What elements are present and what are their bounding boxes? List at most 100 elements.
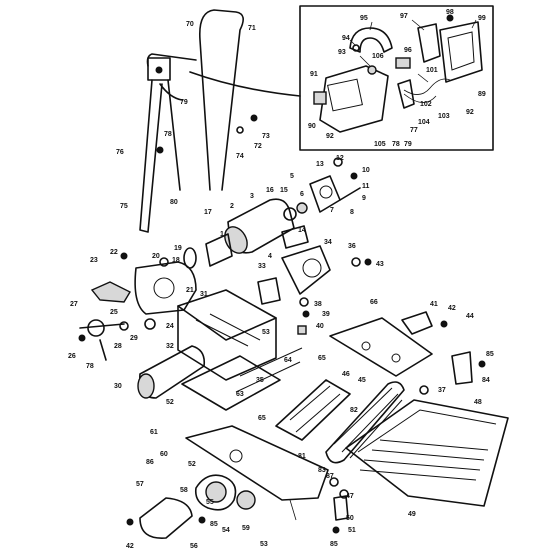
lead-97 [411,19,425,31]
grass-box-rim [357,409,497,453]
label-56: 56 [190,543,198,550]
label-40: 40 [316,323,324,330]
label-2: 2 [230,203,234,210]
brush-13 [333,157,343,167]
label-96: 96 [404,47,412,54]
label-66: 66 [370,299,378,306]
label-18: 18 [172,257,180,264]
cable-loop [159,83,183,101]
bracket-50 [333,495,349,521]
switch-button [313,91,327,105]
bearing-16 [283,207,297,221]
label-60: 60 [160,451,168,458]
nut-87 [329,477,339,487]
label-42b: 42 [126,543,134,550]
label-34: 34 [324,239,332,246]
label-27: 27 [70,301,78,308]
label-39: 39 [322,311,330,318]
lead-95 [369,21,373,31]
gear-54 [205,481,227,503]
label-104: 104 [418,119,430,126]
handle-clamp [349,27,393,53]
label-81: 81 [298,453,306,460]
upper-handle-inner [146,53,197,67]
panel-hole [229,449,243,463]
label-85a: 85 [486,351,494,358]
drive-belt-gear [194,474,237,511]
label-97: 97 [400,13,408,20]
label-79b: 79 [404,141,412,148]
label-6: 6 [300,191,304,198]
lead-94 [349,39,357,47]
label-92b: 92 [326,133,334,140]
bracket-41 [401,311,433,335]
label-61: 61 [150,429,158,436]
label-16: 16 [266,187,274,194]
label-92a: 92 [466,109,474,116]
label-11: 11 [362,183,370,190]
label-41: 41 [430,301,438,308]
label-50: 50 [346,515,354,522]
lead-101 [417,73,429,83]
label-58: 58 [180,487,188,494]
label-15: 15 [280,187,288,194]
cable-clip [397,79,415,109]
screw-43 [364,258,372,266]
label-3: 3 [250,193,254,200]
label-76: 76 [116,149,124,156]
screw-22 [120,252,128,260]
nut-29 [119,321,129,331]
label-99: 99 [478,15,486,22]
handle-knob-76 [156,146,164,154]
lower-handle-right [167,79,181,191]
label-1: 1 [220,231,224,238]
label-38: 38 [314,301,322,308]
bracket-33 [257,277,281,305]
height-lever-23 [90,281,131,303]
screw-26 [78,334,86,342]
label-9: 9 [362,195,366,202]
label-103: 103 [438,113,450,120]
label-44: 44 [466,313,474,320]
label-17: 17 [204,209,212,216]
label-79a: 79 [180,99,188,106]
blade-bar-63 [235,361,301,393]
switch-housing-window [327,78,363,112]
label-24: 24 [166,323,174,330]
switch-assembly-inset [299,5,494,151]
label-13: 13 [316,161,324,168]
upper-handle [198,9,244,191]
connector-96 [395,57,411,69]
screw-42b [126,518,134,526]
label-35: 35 [256,377,264,384]
label-14: 14 [298,227,306,234]
deck-ribs [195,313,261,347]
label-28: 28 [114,343,122,350]
label-36: 36 [348,243,356,250]
label-25: 25 [110,309,118,316]
side-panel-61 [185,425,329,501]
label-4: 4 [268,253,272,260]
label-47: 47 [346,493,354,500]
screw-39 [302,310,310,318]
switch-housing [319,65,389,133]
label-102: 102 [420,101,432,108]
label-72: 72 [254,143,262,150]
label-46: 46 [342,371,350,378]
deck-assembly [137,245,372,411]
bracket-44 [451,351,473,385]
label-48: 48 [474,399,482,406]
label-31: 31 [200,291,208,298]
nut-36 [351,257,361,267]
label-86: 86 [146,459,154,466]
label-85c: 85 [330,541,338,548]
roller-end [137,373,155,399]
label-90: 90 [308,123,316,130]
label-59: 59 [242,525,250,532]
plate-hole-a [361,341,371,351]
screw-38 [299,297,309,307]
label-33: 33 [258,263,266,270]
label-82a: 52 [166,399,174,406]
bushing-24 [144,318,156,330]
power-cord [189,71,301,97]
